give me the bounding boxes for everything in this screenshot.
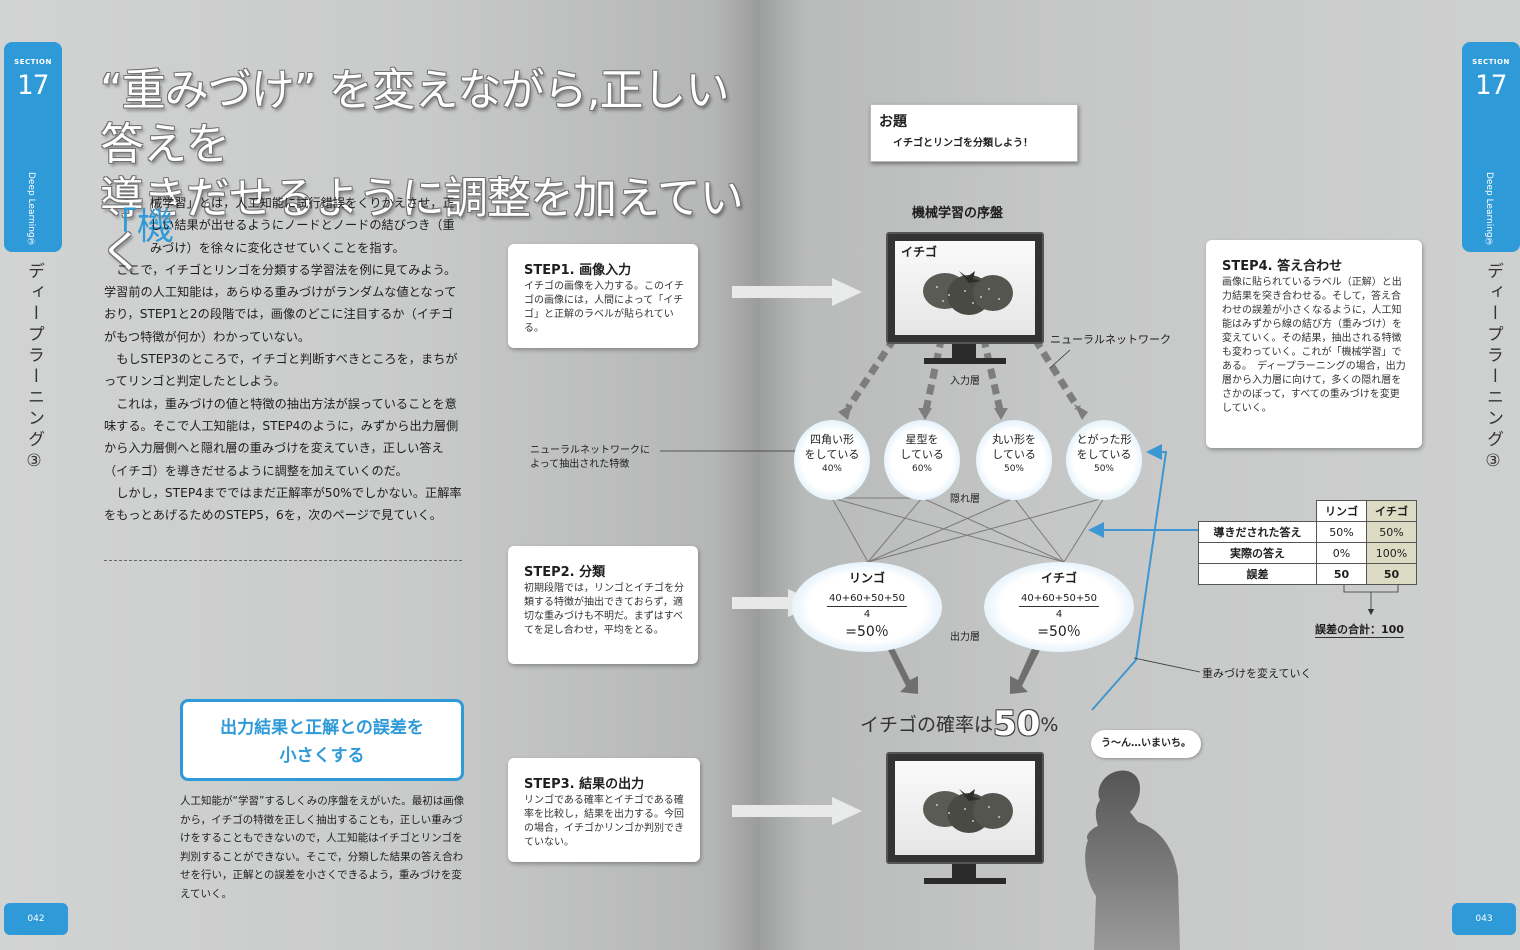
step-title: STEP3. 結果の出力 <box>524 777 645 792</box>
input-layer-label: 入力層 <box>950 376 980 387</box>
thinking-person-icon <box>1085 770 1180 950</box>
table-header: イチゴ <box>1366 500 1417 522</box>
step-body: イチゴの画像を入力する。このイチゴの画像には，人間によって「イチゴ」と正解のラベ… <box>524 281 684 334</box>
monitor-label: イチゴ <box>901 245 938 259</box>
section-label: SECTION <box>1472 58 1510 66</box>
monitor-stand <box>952 344 976 358</box>
section-tab-right: SECTION 17 Deep Learning③ <box>1462 42 1520 252</box>
network-lines <box>831 497 1105 563</box>
step2-box: STEP2. 分類 初期段階では，リンゴとイチゴを分類する特徴が抽出できておらず… <box>508 546 698 664</box>
step-title: STEP4. 答え合わせ <box>1222 259 1343 274</box>
strawberry-icon <box>923 789 1013 833</box>
result-arrows <box>880 644 1046 694</box>
monitor-base <box>924 358 1006 364</box>
title-line-1: “重みづけ” を変えながら,正しい答えを <box>100 65 730 170</box>
tab-subtitle: Deep Learning③ <box>1484 172 1494 248</box>
error-table: リンゴ イチゴ 導きだされた答え 50% 50% 実際の答え 0% 100% 誤… <box>1198 500 1417 585</box>
step-arrow <box>732 278 862 825</box>
paragraph: 械学習」とは，人工知能に試行錯誤をくりかえさせ，正しい結果が出せるようにノードと… <box>150 196 455 255</box>
paragraph: もしSTEP3のところで，イチゴと判断すべきところを，まちがってリンゴと判定した… <box>104 352 458 389</box>
monitor-stand <box>952 864 976 878</box>
error-total: 誤差の合計：100 <box>1315 623 1404 638</box>
output-monitor <box>886 752 1044 864</box>
nn-label: ニューラルネットワーク <box>1050 333 1171 346</box>
callout-line-2: 小さくする <box>279 746 365 766</box>
step-body: 画像に貼られているラベル（正解）と出力結果を突き合わせる。そして，答え合わせの誤… <box>1222 277 1406 414</box>
feedback-arrows <box>1088 444 1198 711</box>
extracted-features-label: ニューラルネットワークに よって抽出された特徴 <box>530 445 650 470</box>
input-monitor: イチゴ <box>886 232 1044 344</box>
weights-label: 重みづけを変えていく <box>1202 667 1312 680</box>
page-number-left: 042 <box>4 903 68 935</box>
vertical-title-right: ディープラーニング③ <box>1483 262 1503 475</box>
output-layer-label: 出力層 <box>950 632 980 643</box>
step-body: 初期段階では，リンゴとイチゴを分類する特徴が抽出できておらず，適切な重みづけも不… <box>524 583 684 636</box>
step-title: STEP2. 分類 <box>524 565 606 580</box>
step3-box: STEP3. 結果の出力 リンゴである確率とイチゴである確率を比較し，結果を出力… <box>508 758 700 862</box>
diagram-title: 機械学習の序盤 <box>912 206 1004 221</box>
body-text: 械学習」とは，人工知能に試行錯誤をくりかえさせ，正しい結果が出せるようにノードと… <box>104 192 464 526</box>
dashed-divider <box>104 560 462 561</box>
page-title: “重みづけ” を変えながら,正しい答えを 導きだせるように調整を加えていく <box>100 64 760 280</box>
odai-body: イチゴとリンゴを分類しよう！ <box>893 138 1033 149</box>
vertical-title-left: ディープラーニング③ <box>24 262 44 475</box>
output-node-ringo: リンゴ 40+60+50+50 4 =50％ <box>792 562 942 652</box>
section-label: SECTION <box>14 58 52 66</box>
odai-title: お題 <box>879 114 907 130</box>
table-row: 誤差 50 50 <box>1198 563 1417 585</box>
output-node-ichigo: イチゴ 40+60+50+50 4 =50％ <box>984 562 1134 652</box>
drop-cap: 「機 <box>100 205 174 248</box>
strawberry-icon <box>923 271 1013 315</box>
table-header: リンゴ <box>1316 500 1367 522</box>
step4-box: STEP4. 答え合わせ 画像に貼られているラベル（正解）と出力結果を突き合わせ… <box>1206 240 1422 448</box>
tab-subtitle: Deep Learning③ <box>26 172 36 248</box>
step1-box: STEP1. 画像入力 イチゴの画像を入力する。このイチゴの画像には，人間によっ… <box>508 244 698 348</box>
table-row: 導きだされた答え 50% 50% <box>1198 521 1417 543</box>
callout-line-1: 出力結果と正解との誤差を <box>220 718 424 738</box>
left-page: SECTION 17 Deep Learning③ ディープラーニング③ “重み… <box>0 0 760 950</box>
section-number: 17 <box>16 70 50 101</box>
table-row: 実際の答え 0% 100% <box>1198 542 1417 564</box>
monitor-base <box>924 878 1006 884</box>
paragraph: これは，重みづけの値と特徴の抽出方法が誤っていることを意味する。そこで人工知能は… <box>104 396 459 478</box>
callout-box: 出力結果と正解との誤差を 小さくする <box>180 699 464 781</box>
page-number-right: 043 <box>1452 903 1516 935</box>
paragraph: ここで，イチゴとリンゴを分類する学習法を例に見てみよう。学習前の人工知能は，あら… <box>104 262 457 344</box>
title-line-2: 導きだせるように調整を加えていく <box>100 173 744 278</box>
step-title: STEP1. 画像入力 <box>524 263 632 278</box>
probability-result: イチゴの確率は50% <box>860 704 1059 744</box>
speech-bubble: う〜ん…いまいち。 <box>1091 730 1201 758</box>
hidden-layer-label: 隠れ層 <box>950 494 980 505</box>
step-body: リンゴである確率とイチゴである確率を比較し，結果を出力する。今回の場合，イチゴか… <box>524 795 684 848</box>
section-number: 17 <box>1474 70 1508 101</box>
section-tab-left: SECTION 17 Deep Learning③ <box>4 42 62 252</box>
caption-text: 人工知能が“学習”するしくみの序盤をえがいた。最初は画像から，イチゴの特徴を正し… <box>180 795 465 900</box>
paragraph: しかし，STEP4までではまだ正解率が50%でしかない。正解率をもっとあげるため… <box>104 485 462 523</box>
odai-box: お題 イチゴとリンゴを分類しよう！ <box>870 104 1078 162</box>
